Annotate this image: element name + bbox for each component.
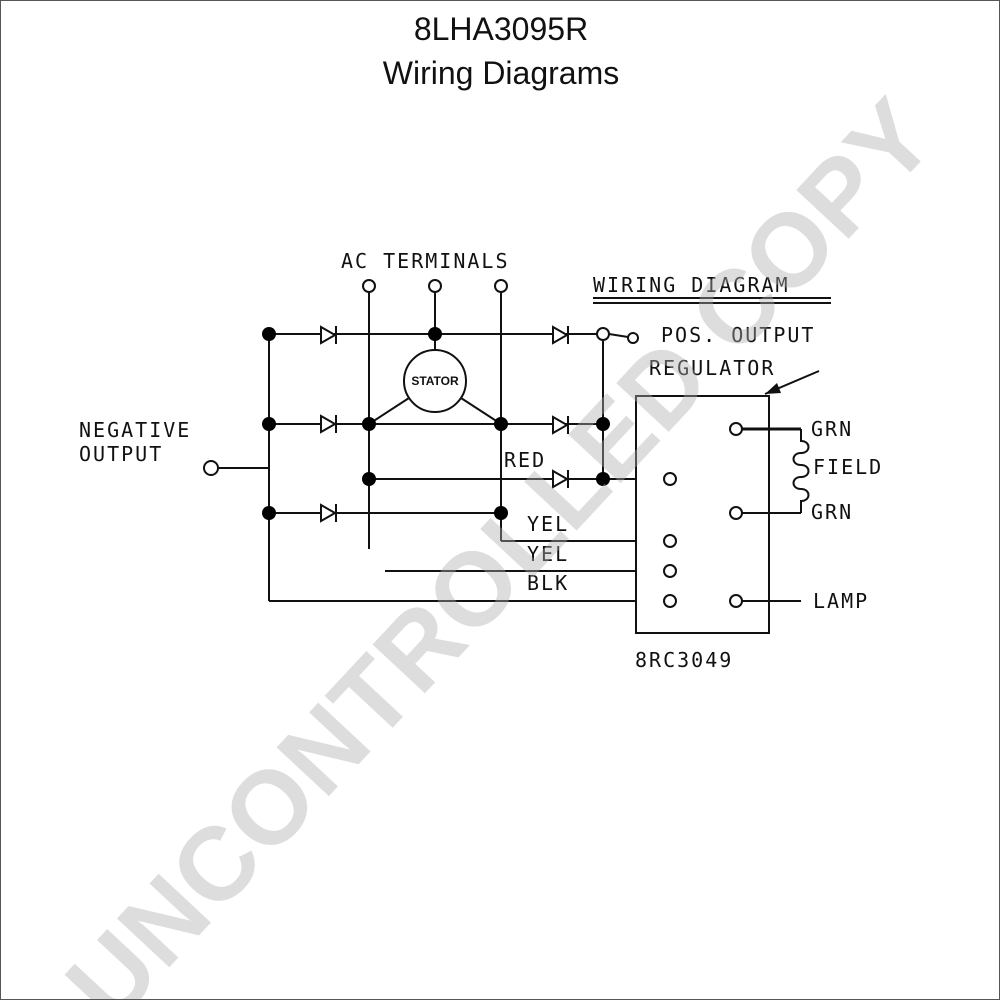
field-label: FIELD [813, 455, 883, 479]
stator-circle [403, 349, 467, 413]
ac-terminals-label: AC TERMINALS [341, 249, 510, 273]
junction-nodes [262, 327, 610, 520]
diode-pos-3 [552, 469, 570, 489]
field-grn-bottom-label: GRN [811, 500, 853, 524]
regulator-terminals [663, 422, 743, 608]
wire-red-label: RED [504, 448, 546, 472]
diode-neg-2 [320, 414, 338, 434]
pos-output-label: POS. OUTPUT [661, 323, 815, 347]
diode-neg-3 [320, 503, 338, 523]
pos-output-terminal-a [596, 327, 610, 341]
field-coil [792, 429, 810, 513]
regulator-label: REGULATOR [649, 356, 775, 380]
wire-yel-1-label: YEL [527, 512, 569, 536]
ac-terminal-3 [494, 279, 508, 293]
wire-blk-label: BLK [527, 571, 569, 595]
regulator-box [635, 395, 770, 634]
part-number-title: 8LHA3095R [413, 11, 589, 47]
diagram-heading: WIRING DIAGRAM [593, 273, 790, 297]
diode-pos-2 [552, 415, 570, 435]
regulator-pointer-head [765, 383, 781, 394]
negative-output-label-2: OUTPUT [79, 442, 163, 466]
diode-pos-1 [552, 325, 570, 345]
ac-terminal-2 [428, 279, 442, 293]
stator-lead-left [368, 397, 410, 425]
ac-terminal-1 [362, 279, 376, 293]
negative-output-terminal [203, 460, 219, 476]
stator-label: STATOR [411, 374, 459, 388]
diode-neg-1 [320, 325, 338, 345]
wire-yel-2-label: YEL [527, 542, 569, 566]
lamp-label: LAMP [813, 589, 869, 613]
regulator-part-label: 8RC3049 [635, 648, 733, 672]
negative-output-label-1: NEGATIVE [79, 418, 191, 442]
stator-lead-right [460, 397, 502, 425]
pos-output-terminal-b [627, 332, 639, 344]
field-grn-top-label: GRN [811, 417, 853, 441]
page-subtitle: Wiring Diagrams [382, 55, 620, 91]
